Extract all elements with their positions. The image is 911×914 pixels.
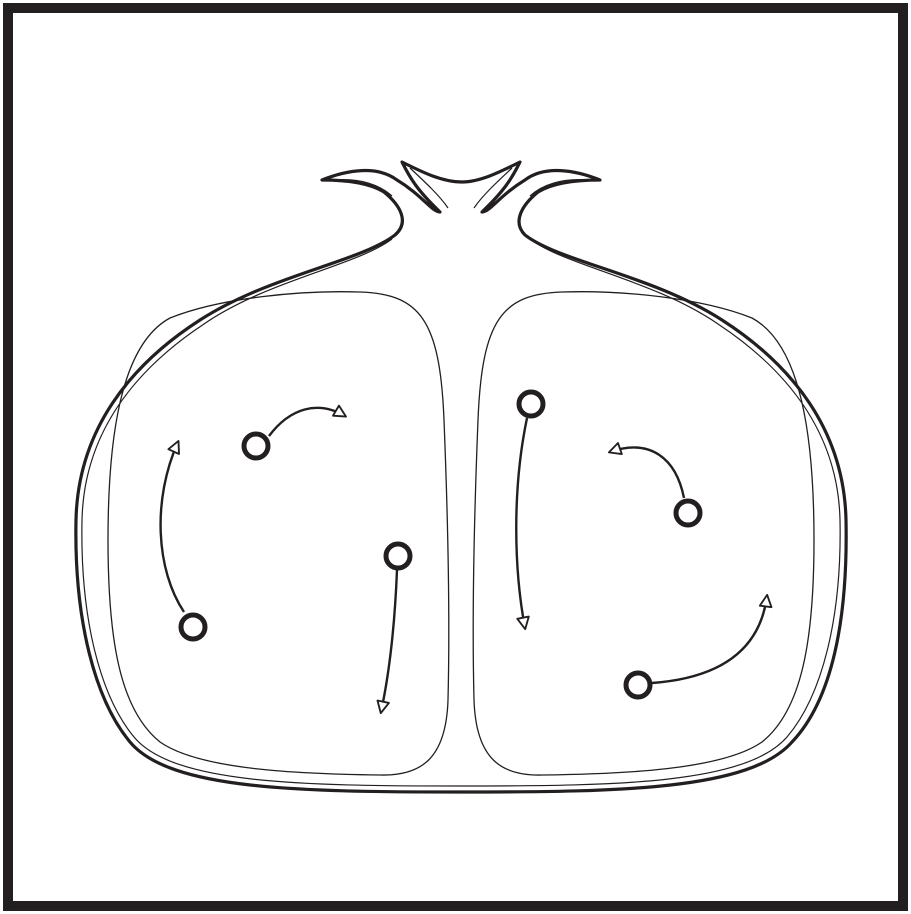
origin-circle-icon xyxy=(386,544,410,568)
border-frame xyxy=(8,8,903,906)
origin-circle-icon xyxy=(519,392,543,416)
curved-arrow-icon xyxy=(269,408,345,436)
movement-marker-4 xyxy=(516,392,543,628)
origin-circle-icon xyxy=(244,434,268,458)
movement-marker-6 xyxy=(626,596,767,697)
curved-arrow-icon xyxy=(381,570,397,712)
left-chamber-icon xyxy=(108,292,449,775)
right-chamber-icon xyxy=(473,292,814,775)
movement-marker-1 xyxy=(244,408,345,458)
curved-arrow-icon xyxy=(610,448,684,498)
movement-marker-3 xyxy=(381,544,410,712)
origin-circle-icon xyxy=(626,673,650,697)
origin-circle-icon xyxy=(676,501,700,525)
origin-circle-icon xyxy=(181,615,205,639)
movement-marker-5 xyxy=(610,448,700,525)
pomegranate-outline-icon xyxy=(76,162,846,792)
movement-markers xyxy=(161,392,767,712)
curved-arrow-icon xyxy=(161,442,184,612)
movement-marker-2 xyxy=(161,442,205,639)
curved-arrow-icon xyxy=(516,418,527,628)
curved-arrow-icon xyxy=(652,596,767,683)
